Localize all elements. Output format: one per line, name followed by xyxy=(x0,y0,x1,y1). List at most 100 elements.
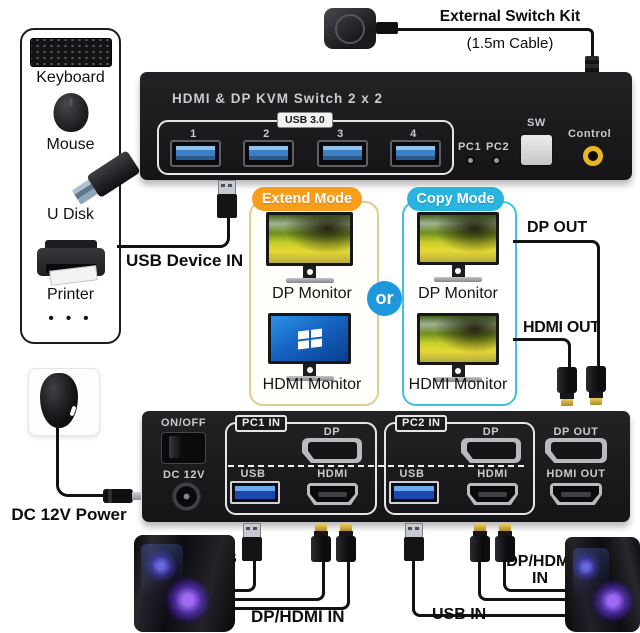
dc-power-jack xyxy=(172,482,201,511)
pc1-in-group xyxy=(225,422,377,515)
hdmi-out-plug xyxy=(557,367,577,406)
pc1-usb-port xyxy=(230,481,280,504)
usb-flash-drive-icon xyxy=(68,147,143,210)
cable-pc2-usb xyxy=(412,558,573,617)
pc1-dp-port xyxy=(302,438,362,463)
control-port xyxy=(583,146,603,166)
pc1-tower xyxy=(134,535,235,632)
power-adapter-icon xyxy=(40,373,78,428)
dp-hdmi-in-left-label: DP/HDMI IN xyxy=(251,607,345,626)
cable-pc2-video-2 xyxy=(503,560,573,592)
usb-port-4-label: 4 xyxy=(410,128,417,140)
cable-pc1-video-1 xyxy=(228,560,325,601)
pc2-tower xyxy=(565,537,640,632)
on-off-label: ON/OFF xyxy=(161,417,207,429)
mouse-icon xyxy=(53,93,88,132)
rear-hdmi-out-port xyxy=(550,483,602,505)
dp-out-plug xyxy=(586,366,606,405)
cable-usb-device-in xyxy=(117,214,230,248)
usb-port-4 xyxy=(390,140,441,167)
pc1-led xyxy=(468,158,473,163)
extend-hdmi-monitor xyxy=(268,313,351,381)
extend-mode-badge: Extend Mode xyxy=(252,187,362,211)
cable-power xyxy=(56,424,107,497)
usb3-badge: USB 3.0 xyxy=(277,112,333,128)
pc1-hdmi-port xyxy=(307,483,358,505)
power-switch xyxy=(161,432,206,464)
monitor-screen xyxy=(266,212,353,266)
dp-out-label: DP OUT xyxy=(527,219,588,236)
switch-kit-subtitle: (1.5m Cable) xyxy=(466,35,554,52)
pc2-dp-label: DP xyxy=(482,426,500,438)
pc2-hdmi-port xyxy=(467,483,518,505)
pc1-video-plug-1 xyxy=(311,524,331,562)
extend-dp-monitor-label: DP Monitor xyxy=(272,285,352,302)
sw-label: SW xyxy=(527,117,546,129)
monitor-screen xyxy=(417,212,499,265)
pc1-led-label: PC1 xyxy=(458,141,482,153)
pc2-video-plug-2 xyxy=(495,524,515,562)
rear-dp-out-port xyxy=(545,438,607,463)
keyboard-label: Keyboard xyxy=(36,69,105,86)
usb-in-right-label: USB IN xyxy=(432,606,487,623)
pc2-usb-plug xyxy=(404,523,424,561)
peripherals-panel: Keyboard Mouse U Disk Printer • • • xyxy=(20,28,141,344)
copy-dp-monitor-label: DP Monitor xyxy=(418,285,498,302)
monitor-screen-windows xyxy=(268,313,351,364)
usb-port-3 xyxy=(317,140,368,167)
pc2-hdmi-label: HDMI xyxy=(477,468,508,480)
front-device-title: HDMI & DP KVM Switch 2 x 2 xyxy=(172,91,384,106)
kvm-front-panel: HDMI & DP KVM Switch 2 x 2 USB 3.0 1 2 3… xyxy=(140,72,632,180)
switch-kit-title: External Switch Kit xyxy=(439,8,581,25)
usb-plug-device-in xyxy=(217,180,237,218)
usb-port-1-label: 1 xyxy=(190,128,197,140)
panel-divider xyxy=(228,465,524,467)
usb-port-2-label: 2 xyxy=(263,128,270,140)
printer-label: Printer xyxy=(46,286,95,303)
pc1-in-badge: PC1 IN xyxy=(235,415,288,432)
monitor-stand xyxy=(451,265,465,277)
copy-hdmi-monitor xyxy=(417,313,499,382)
cable-pc2-video-1 xyxy=(478,560,573,601)
monitor-stand xyxy=(303,266,316,278)
extend-hdmi-monitor-label: HDMI Monitor xyxy=(262,376,362,393)
copy-dp-monitor xyxy=(417,212,499,282)
printer-icon xyxy=(36,240,105,287)
control-label: Control xyxy=(568,128,612,140)
extend-dp-monitor xyxy=(266,212,353,283)
monitor-screen xyxy=(417,313,499,365)
pc2-video-plug-1 xyxy=(470,524,490,562)
mouse-label: Mouse xyxy=(46,136,95,153)
copy-hdmi-monitor-label: HDMI Monitor xyxy=(408,376,508,393)
cable-pc1-video-2 xyxy=(228,560,350,610)
copy-mode-badge: Copy Mode xyxy=(407,187,504,211)
sw-button xyxy=(521,135,552,165)
pc2-usb-label: USB xyxy=(399,468,425,480)
monitor-stand xyxy=(451,365,465,377)
pc1-usb-label: USB xyxy=(240,468,266,480)
remote-button-icon xyxy=(335,13,365,44)
dc-power-label: DC 12V Power xyxy=(11,505,127,524)
pc2-in-group xyxy=(384,422,535,515)
keyboard-icon xyxy=(29,38,112,67)
rear-hdmi-out-label: HDMI OUT xyxy=(546,468,606,480)
usb-device-in-label: USB Device IN xyxy=(126,251,244,270)
cable-hdmi-out xyxy=(513,338,571,371)
pc1-usb-plug xyxy=(242,523,262,561)
windows-logo-icon xyxy=(297,328,322,349)
pc1-video-plug-2 xyxy=(336,524,356,562)
external-switch-remote xyxy=(324,8,398,49)
pc2-led-label: PC2 xyxy=(486,141,510,153)
udisk-label: U Disk xyxy=(46,206,95,223)
more-devices-ellipsis: • • • xyxy=(48,310,93,327)
rear-dp-out-label: DP OUT xyxy=(553,426,599,438)
or-connector: or xyxy=(367,281,402,316)
dc-12v-label: DC 12V xyxy=(162,469,206,481)
usb-port-3-label: 3 xyxy=(337,128,344,140)
usb-port-2 xyxy=(243,140,294,167)
pc2-dp-port xyxy=(461,438,521,463)
cable-switch-kit xyxy=(398,28,594,60)
dc-barrel-plug xyxy=(103,489,141,503)
hdmi-out-label: HDMI OUT xyxy=(523,319,600,336)
